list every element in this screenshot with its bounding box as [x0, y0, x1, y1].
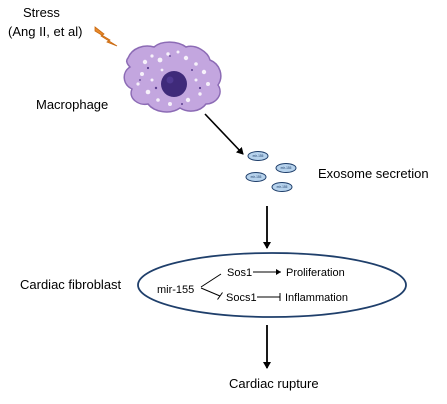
- exosome: mir-155: [271, 182, 293, 192]
- sos1-label: Sos1: [227, 267, 252, 279]
- socs1-label: Socs1: [226, 292, 257, 304]
- exosome: mir-155: [275, 163, 297, 173]
- exosome-label: mir-155: [251, 175, 262, 179]
- branch-to-socs1: [200, 287, 221, 297]
- macrophage-label: Macrophage: [36, 97, 108, 112]
- cardiac-fibroblast-ellipse: [137, 252, 407, 318]
- exosome-label: mir-155: [281, 166, 292, 170]
- exosome-cluster: mir-155 mir-155 mir-155 mir-155: [245, 151, 297, 192]
- stress-label: Stress: [23, 5, 60, 20]
- branch-to-sos1: [200, 273, 222, 288]
- cardiac-rupture-label: Cardiac rupture: [229, 376, 319, 391]
- cardiac-fibroblast-label: Cardiac fibroblast: [20, 277, 122, 292]
- macrophage-cell-icon: [123, 41, 222, 113]
- lightning-bolt-icon: [94, 26, 118, 47]
- inflammation-label: Inflammation: [285, 292, 348, 304]
- socs1-inhibition-bar: [217, 292, 223, 300]
- mir155-label: mir-155: [157, 284, 194, 296]
- exosome: mir-155: [247, 151, 269, 161]
- exosome-secretion-label: Exosome secretion: [318, 166, 429, 181]
- stress-detail-label: (Ang II, et al): [8, 24, 82, 39]
- exosome: mir-155: [245, 172, 267, 182]
- exosome-label: mir-155: [277, 185, 288, 189]
- proliferation-label: Proliferation: [286, 267, 345, 279]
- arrow-macrophage-to-exosomes: [204, 113, 244, 155]
- exosome-label: mir-155: [253, 154, 264, 158]
